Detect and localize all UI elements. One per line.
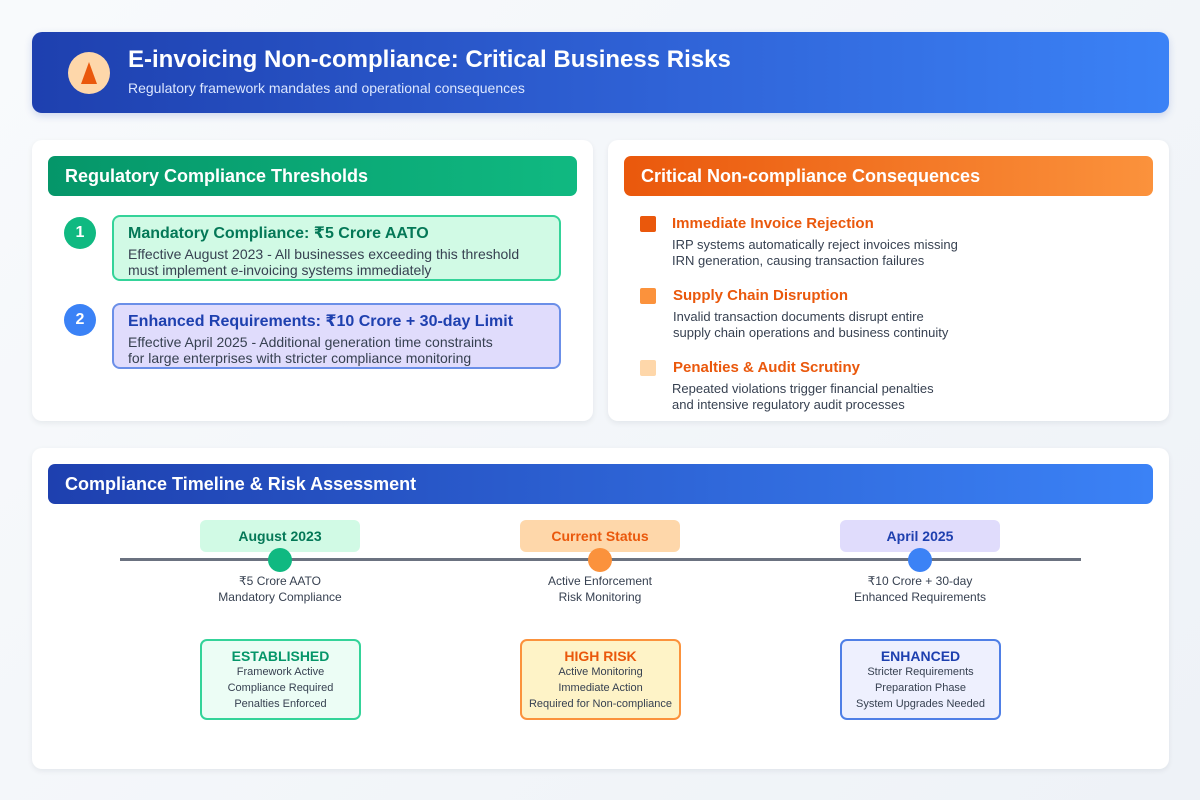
consequence-3-desc-line2: and intensive regulatory audit processes: [672, 397, 905, 412]
consequence-2-desc-line1: Invalid transaction documents disrupt en…: [673, 309, 924, 324]
timeline-panel: Compliance Timeline & Risk Assessment: [32, 448, 1169, 769]
milestone-1-label: August 2023: [200, 520, 360, 552]
step-2-badge: 2: [64, 304, 96, 336]
milestone-1-desc: ₹5 Crore AATO Mandatory Compliance: [180, 573, 380, 605]
milestone-2-dot: [588, 548, 612, 572]
threshold-1-desc-line1: Effective August 2023 - All businesses e…: [128, 246, 520, 262]
milestone-3-desc: ₹10 Crore + 30-day Enhanced Requirements: [820, 573, 1020, 605]
status-1-line: Framework Active: [236, 666, 325, 678]
consequence-1-desc-line2: IRN generation, causing transaction fail…: [672, 253, 925, 268]
status-3-line: Preparation Phase: [874, 682, 967, 694]
page-subtitle: Regulatory framework mandates and operat…: [128, 80, 525, 96]
threshold-1-desc-line2: must implement e-invoicing systems immed…: [128, 262, 432, 278]
step-1-badge: 1: [64, 217, 96, 249]
status-3-line: System Upgrades Needed: [855, 698, 985, 710]
page-title: E-invoicing Non-compliance: Critical Bus…: [128, 46, 731, 73]
consequence-3-marker: [640, 360, 656, 376]
consequence-3-desc-line1: Repeated violations trigger financial pe…: [672, 381, 934, 396]
milestone-3-desc-line2: Enhanced Requirements: [853, 590, 987, 604]
status-2-line: Required for Non-compliance: [528, 698, 673, 710]
status-enhanced: ENHANCED Stricter Requirements Preparati…: [840, 639, 1001, 720]
consequence-1-title: Immediate Invoice Rejection: [672, 215, 874, 232]
milestone-2-desc: Active Enforcement Risk Monitoring: [500, 573, 700, 605]
status-2-title: HIGH RISK: [564, 648, 637, 664]
status-1-line: Compliance Required: [227, 682, 334, 694]
consequences-panel: Critical Non-compliance Consequences Imm…: [608, 140, 1169, 421]
milestone-3-desc-line1: ₹10 Crore + 30-day: [867, 574, 973, 588]
status-3-title: ENHANCED: [880, 648, 961, 664]
thresholds-panel: Regulatory Compliance Thresholds 1 Manda…: [32, 140, 593, 421]
consequence-2-desc-line2: supply chain operations and business con…: [673, 325, 949, 340]
threshold-2-title: Enhanced Requirements: ₹10 Crore + 30-da…: [128, 313, 514, 330]
milestone-1-desc-line1: ₹5 Crore AATO: [239, 574, 321, 588]
threshold-2-desc-line2: for large enterprises with stricter comp…: [128, 350, 472, 366]
timeline-title: Compliance Timeline & Risk Assessment: [48, 464, 1153, 504]
milestone-2-desc-line1: Active Enforcement: [547, 574, 653, 588]
threshold-item-2: Enhanced Requirements: ₹10 Crore + 30-da…: [112, 303, 561, 369]
consequence-2-title: Supply Chain Disruption: [673, 287, 848, 304]
consequences-title: Critical Non-compliance Consequences: [624, 156, 1153, 196]
page-header: E-invoicing Non-compliance: Critical Bus…: [32, 32, 1169, 113]
consequence-1-desc: IRP systems automatically reject invoice…: [672, 237, 958, 269]
status-high-risk: HIGH RISK Active Monitoring Immediate Ac…: [520, 639, 681, 720]
status-1-title: ESTABLISHED: [231, 648, 330, 664]
consequence-3-desc: Repeated violations trigger financial pe…: [672, 381, 934, 413]
consequence-1-marker: [640, 216, 656, 232]
consequence-2-desc: Invalid transaction documents disrupt en…: [673, 309, 948, 341]
threshold-1-title: Mandatory Compliance: ₹5 Crore AATO: [128, 225, 429, 242]
status-3-line: Stricter Requirements: [867, 666, 974, 678]
status-2-line: Active Monitoring: [558, 666, 643, 678]
status-2-line: Immediate Action: [558, 682, 643, 694]
thresholds-title: Regulatory Compliance Thresholds: [48, 156, 577, 196]
milestone-2-label: Current Status: [520, 520, 680, 552]
milestone-1-desc-line2: Mandatory Compliance: [218, 590, 342, 604]
milestone-3-dot: [908, 548, 932, 572]
milestone-2-desc-line2: Risk Monitoring: [558, 590, 642, 604]
status-established: ESTABLISHED Framework Active Compliance …: [200, 639, 361, 720]
warning-triangle-icon: [68, 52, 110, 94]
consequence-1-desc-line1: IRP systems automatically reject invoice…: [672, 237, 958, 252]
milestone-3-label: April 2025: [840, 520, 1000, 552]
consequence-3-title: Penalties & Audit Scrutiny: [673, 359, 860, 376]
consequence-2-marker: [640, 288, 656, 304]
milestone-1-dot: [268, 548, 292, 572]
threshold-item-1: Mandatory Compliance: ₹5 Crore AATO Effe…: [112, 215, 561, 281]
status-1-line: Penalties Enforced: [234, 698, 327, 710]
threshold-2-desc-line1: Effective April 2025 - Additional genera…: [128, 334, 493, 350]
